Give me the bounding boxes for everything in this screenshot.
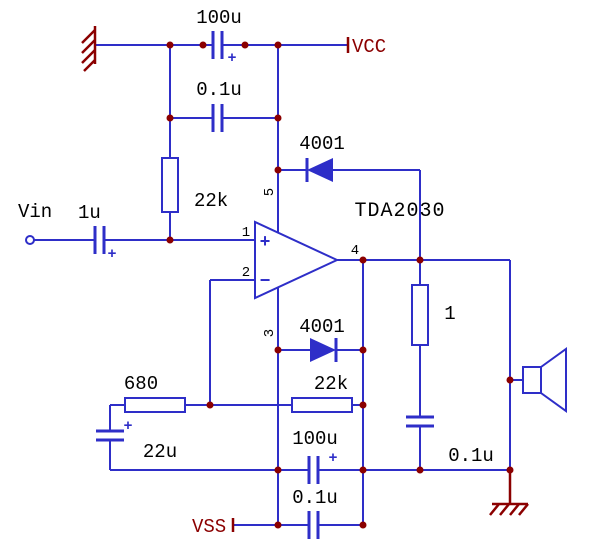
junction-dot xyxy=(274,466,282,474)
label-vss: VSS xyxy=(192,516,226,538)
capacitor-100u-top xyxy=(211,31,224,59)
label-gain-cap: 22u xyxy=(143,441,177,463)
label-supply-cap-large: 100u xyxy=(196,7,242,29)
label-ic: TDA2030 xyxy=(354,200,445,223)
label-neg-supply-cap-small: 0.1u xyxy=(292,487,338,509)
capacitor-0.1u-bottom xyxy=(307,511,320,539)
resistor-22k-feedback xyxy=(291,397,353,413)
resistor-680-gain xyxy=(124,397,186,413)
capacitor-0.1u-zobel xyxy=(406,415,434,428)
label-vin: Vin xyxy=(18,201,52,223)
resistor-22k-bias xyxy=(161,157,179,213)
junction-dot xyxy=(274,114,282,122)
label-supply-cap-small: 0.1u xyxy=(196,79,242,101)
polarity-plus-gain-cap: + xyxy=(123,418,132,435)
junction-dot xyxy=(166,236,174,244)
resistor-1-zobel xyxy=(411,284,429,346)
junction-dot xyxy=(274,346,282,354)
input-terminal xyxy=(25,235,35,245)
capacitor-0.1u-top xyxy=(211,104,224,132)
earth-ground-top-icon xyxy=(81,26,97,72)
polarity-plus-supply-cap: + xyxy=(227,50,236,67)
junction-dot xyxy=(359,346,367,354)
opamp-noninverting-sign: + xyxy=(260,233,271,253)
pin-number-3: 3 xyxy=(262,329,278,337)
capacitor-22u-feedback xyxy=(96,429,124,442)
label-output-resistor: 1 xyxy=(444,303,455,325)
label-gain-resistor: 680 xyxy=(124,373,158,395)
junction-dot xyxy=(506,466,514,474)
opamp-symbol: + − xyxy=(254,220,340,300)
junction-dot xyxy=(274,166,282,174)
opamp-inverting-sign: − xyxy=(260,272,271,292)
pin-number-2: 2 xyxy=(242,265,250,281)
earth-ground-bottom-icon xyxy=(489,470,529,516)
speaker-icon xyxy=(522,347,567,413)
junction-dot xyxy=(166,114,174,122)
label-diode-bottom: 4001 xyxy=(299,316,345,338)
capacitor-1u-input xyxy=(93,226,106,254)
diode-4001-top-icon xyxy=(305,158,333,182)
junction-dot xyxy=(206,401,214,409)
label-feedback-resistor: 22k xyxy=(314,373,348,395)
diode-4001-bottom-icon xyxy=(310,338,338,362)
junction-dot xyxy=(506,376,514,384)
junction-dots xyxy=(166,41,514,529)
junction-dot xyxy=(359,466,367,474)
junction-dot xyxy=(241,41,249,49)
label-neg-supply-cap-large: 100u xyxy=(292,428,338,450)
polarity-plus-input-cap: + xyxy=(107,246,116,263)
label-output-cap: 0.1u xyxy=(448,445,494,467)
label-diode-top: 4001 xyxy=(299,133,345,155)
junction-dot xyxy=(416,256,424,264)
polarity-plus-neg-supply-cap: + xyxy=(328,450,337,467)
junction-dot xyxy=(359,256,367,264)
junction-dot xyxy=(274,521,282,529)
opamp-triangle xyxy=(254,220,340,300)
label-bias-resistor: 22k xyxy=(194,190,228,212)
junction-dot xyxy=(166,41,174,49)
pin-number-4: 4 xyxy=(351,243,359,259)
junction-dot xyxy=(359,401,367,409)
label-vcc: VCC xyxy=(352,36,386,58)
pin-number-5: 5 xyxy=(262,188,278,196)
label-input-cap: 1u xyxy=(78,202,101,224)
junction-dot xyxy=(274,41,282,49)
junction-dot xyxy=(199,41,207,49)
capacitor-100u-bottom xyxy=(307,456,320,484)
junction-dot xyxy=(416,466,424,474)
junction-dot xyxy=(359,521,367,529)
pin-number-1: 1 xyxy=(242,225,250,241)
